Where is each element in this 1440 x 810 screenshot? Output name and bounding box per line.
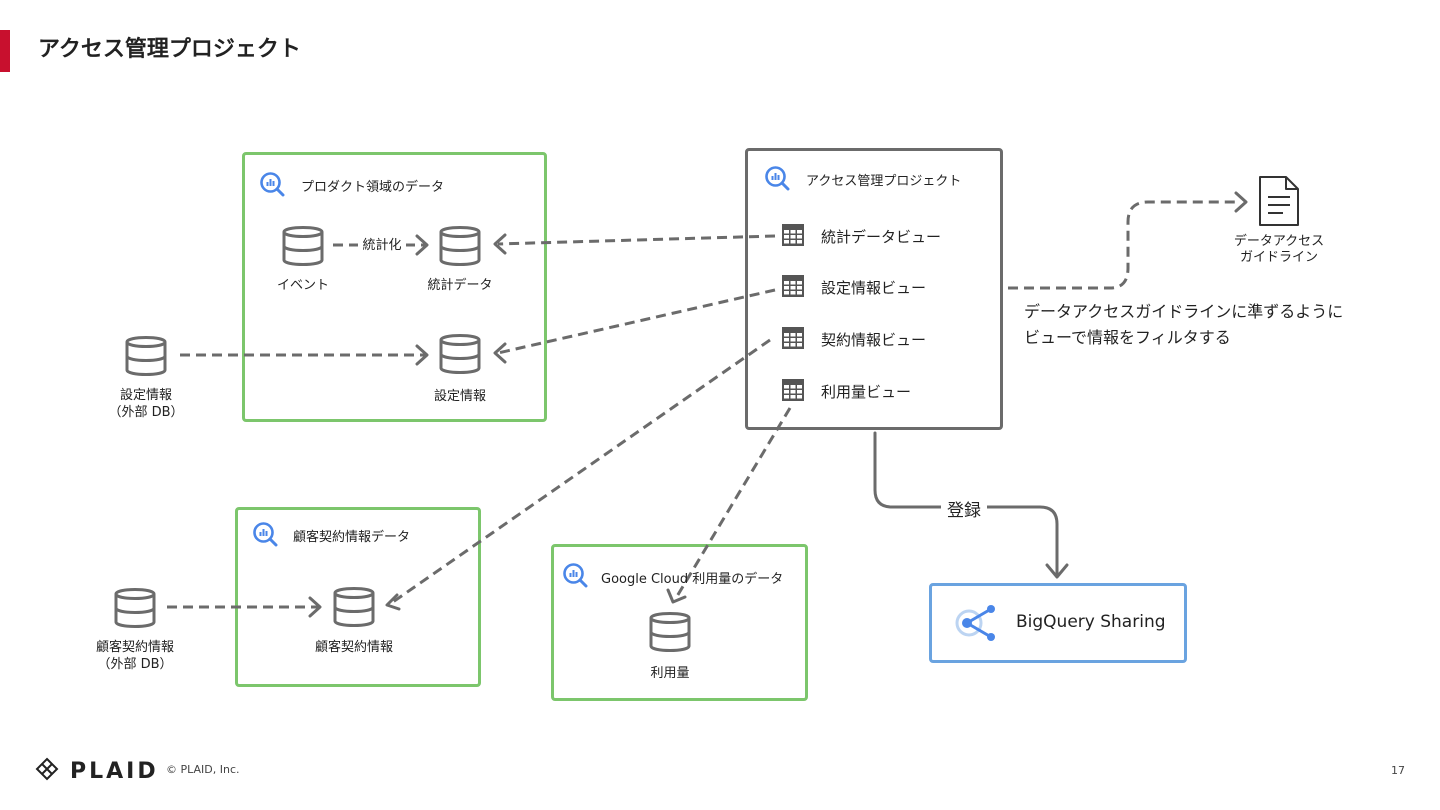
footer-logo: PLAID	[70, 759, 159, 784]
bigquery-sharing-label: BigQuery Sharing	[1016, 612, 1166, 632]
contract-box-title: 顧客契約情報データ	[293, 530, 411, 545]
usage-db-label: 利用量	[650, 666, 690, 681]
register-label: 登録	[941, 496, 987, 521]
ext-settings-label-1: 設定情報	[119, 388, 172, 403]
title-accent-bar	[0, 30, 10, 72]
table-icon-settings-view	[782, 275, 804, 297]
product-box-title: プロダクト領域のデータ	[301, 180, 445, 195]
table-icon-usage-view	[782, 379, 804, 401]
connector-contractview-contract	[389, 338, 771, 606]
arrowhead-usage	[666, 588, 687, 604]
filter-note-2: ビューで情報をフィルタする	[1024, 328, 1231, 347]
database-icon-event	[282, 226, 324, 266]
aggregate-label: 統計化	[358, 237, 406, 254]
database-icon-usage	[649, 612, 691, 652]
database-icon-contract	[333, 587, 375, 627]
guideline-label-2: ガイドライン	[1239, 250, 1318, 265]
ext-contract-label-1: 顧客契約情報	[95, 640, 174, 655]
arrowhead-register	[1045, 563, 1069, 579]
database-icon-stats	[439, 226, 481, 266]
connector-usageview-usage	[674, 407, 792, 599]
bigquery-icon-usage	[563, 563, 588, 588]
bigquery-sharing-icon	[955, 605, 995, 641]
footer-copyright: © PLAID, Inc.	[166, 763, 240, 776]
page-title: アクセス管理プロジェクト	[38, 37, 301, 62]
document-icon	[1259, 176, 1299, 226]
stats-data-view: 統計データビュー	[821, 228, 942, 246]
connector-access-guideline	[1008, 200, 1240, 290]
ext-settings-label-2: （外部 DB）	[108, 405, 184, 420]
guideline-label-1: データアクセス	[1233, 234, 1325, 249]
bigquery-icon-access	[765, 166, 790, 191]
access-box-title: アクセス管理プロジェクト	[806, 174, 962, 189]
filter-note-1: データアクセスガイドラインに準ずるように	[1024, 302, 1344, 321]
ext-contract-label-2: （外部 DB）	[97, 657, 173, 672]
connector-statsview-stats	[497, 234, 776, 246]
contract-view: 契約情報ビュー	[821, 331, 927, 349]
bigquery-icon-contract	[253, 522, 278, 547]
table-icon-contract-view	[782, 327, 804, 349]
usage-box-title: Google Cloud 利用量のデータ	[601, 572, 784, 587]
table-icon-stats-view	[782, 224, 804, 246]
settings-label: 設定情報	[433, 389, 486, 404]
arrowhead-guideline	[1234, 191, 1248, 213]
arrowhead-stats	[493, 233, 507, 255]
arrowhead-settings-left	[493, 342, 507, 364]
database-icon-settings	[439, 334, 481, 374]
stats-data-label: 統計データ	[427, 278, 493, 293]
connector-settingsview-settings	[497, 288, 776, 355]
arrowhead-contract-right	[385, 593, 401, 611]
bigquery-icon-product	[260, 172, 285, 197]
page-number: 17	[1391, 764, 1405, 777]
product-data-box	[242, 152, 547, 422]
plaid-logo-icon	[35, 757, 59, 781]
settings-view: 設定情報ビュー	[821, 279, 927, 297]
arrowhead-settings-right	[415, 344, 429, 366]
event-label: イベント	[276, 278, 329, 293]
database-icon-ext-contract	[114, 588, 156, 628]
arrowhead-aggregate	[415, 234, 429, 256]
database-icon-ext-settings	[125, 336, 167, 376]
usage-view: 利用量ビュー	[821, 383, 912, 401]
contract-db-label: 顧客契約情報	[314, 640, 393, 655]
arrowhead-contract-left	[308, 596, 322, 618]
